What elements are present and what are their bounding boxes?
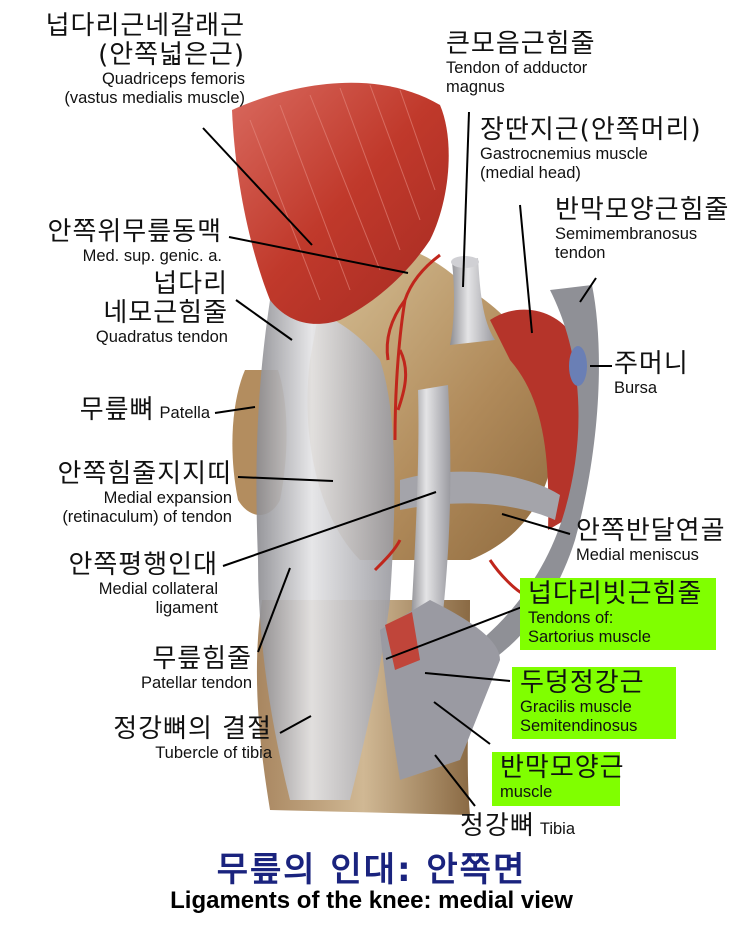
label-tibia: 정강뼈 Tibia — [460, 811, 576, 841]
adductor-tendon-shape — [450, 258, 495, 345]
label-gastrocnemius: 장딴지근(안쪽머리) Gastrocnemius muscle (medial … — [480, 115, 702, 182]
label-sartorius: 넙다리빗근힘줄 Tendons of: Sartorius muscle — [520, 578, 716, 651]
label-med-sup-genic-ko: 안쪽위무릎동맥 — [47, 217, 222, 247]
label-tibial-tubercle-ko: 정강뼈의 결절 — [113, 714, 272, 744]
figure-title-english: Ligaments of the knee: medial view — [170, 887, 573, 914]
label-gracilis: 두덩정강근 Gracilis muscle Semitendinosus — [512, 667, 676, 740]
label-mcl-en-1: Medial collateral — [98, 580, 218, 599]
label-mcl: 안쪽평행인대 Medial collateral ligament — [10, 550, 218, 617]
label-quadriceps-ko-2: (안쪽넓은근) — [98, 40, 245, 71]
figure-title-korean: 무릎의 인대: 안쪽면 — [216, 850, 527, 890]
label-quadriceps: 넙다리근네갈래근 (안쪽넓은근) Quadriceps femoris (vas… — [10, 11, 245, 107]
label-quadratus-tendon: 넙다리 네모근힘줄 Quadratus tendon — [10, 269, 228, 347]
label-patellar-tendon-ko: 무릎힘줄 — [152, 644, 252, 674]
label-sartorius-en-1: Tendons of: — [528, 609, 614, 628]
label-bursa: 주머니 Bursa — [614, 349, 689, 398]
gastrocnemius-shape — [490, 309, 581, 530]
label-mcl-ko: 안쪽평행인대 — [68, 550, 218, 580]
label-tibia-en: Tibia — [539, 820, 576, 838]
label-adductor-tendon-en-2: magnus — [446, 77, 505, 96]
label-medial-meniscus: 안쪽반달연골 Medial meniscus — [576, 516, 726, 565]
label-medial-expansion-ko: 안쪽힘줄지지띠 — [57, 459, 232, 489]
label-semimembranosus-muscle-en: muscle — [500, 783, 553, 802]
label-gastrocnemius-en-1: Gastrocnemius muscle — [480, 145, 648, 164]
label-quadratus-tendon-ko-1: 넙다리 — [153, 269, 228, 299]
label-semimembranosus-muscle: 반막모양근 muscle — [492, 752, 625, 806]
quadriceps-muscle-shape — [232, 82, 449, 324]
label-bursa-en: Bursa — [614, 379, 658, 398]
label-gracilis-en-2: Semitendinosus — [520, 716, 638, 735]
label-sartorius-en-2: Sartorius muscle — [528, 627, 651, 646]
label-sartorius-ko: 넙다리빗근힘줄 — [528, 579, 703, 609]
label-semimembranosus-tendon-en-2: tendon — [555, 243, 606, 262]
label-quadriceps-en-2: (vastus medialis muscle) — [64, 88, 245, 107]
label-adductor-tendon-en-1: Tendon of adductor — [446, 59, 588, 78]
label-gracilis-en-1: Gracilis muscle — [520, 698, 632, 717]
label-gastrocnemius-en-2: (medial head) — [480, 163, 581, 182]
label-patella-en: Patella — [159, 404, 210, 422]
retinaculum-shape — [256, 300, 395, 800]
label-quadratus-tendon-ko-2: 네모근힘줄 — [103, 298, 228, 329]
label-patella: 무릎뼈 Patella — [10, 395, 210, 425]
label-semimembranosus-muscle-ko: 반막모양근 — [500, 753, 625, 783]
label-bursa-ko: 주머니 — [614, 349, 689, 379]
label-patellar-tendon-en: Patellar tendon — [141, 674, 252, 693]
label-quadratus-tendon-en: Quadratus tendon — [95, 328, 228, 347]
label-patellar-tendon: 무릎힘줄 Patellar tendon — [10, 644, 252, 693]
label-medial-expansion-en-2: (retinaculum) of tendon — [62, 507, 232, 526]
label-tibial-tubercle-en: Tubercle of tibia — [155, 744, 272, 763]
label-tibial-tubercle: 정강뼈의 결절 Tubercle of tibia — [10, 714, 272, 763]
label-gastrocnemius-ko: 장딴지근(안쪽머리) — [480, 115, 702, 145]
label-semimembranosus-tendon: 반막모양근힘줄 Semimembranosus tendon — [555, 195, 730, 262]
label-gracilis-ko: 두덩정강근 — [520, 668, 645, 698]
label-tibia-ko: 정강뼈 — [460, 811, 535, 841]
label-adductor-tendon-ko: 큰모음근힘줄 — [446, 29, 596, 59]
label-quadriceps-en-1: Quadriceps femoris — [101, 70, 245, 89]
label-semimembranosus-tendon-ko: 반막모양근힘줄 — [555, 195, 730, 225]
label-semimembranosus-tendon-en-1: Semimembranosus — [555, 225, 698, 244]
label-medial-expansion: 안쪽힘줄지지띠 Medial expansion (retinaculum) o… — [10, 459, 232, 526]
label-mcl-en-2: ligament — [155, 598, 218, 617]
label-med-sup-genic: 안쪽위무릎동맥 Med. sup. genic. a. — [10, 217, 222, 266]
leader-lines — [202, 111, 612, 807]
label-patella-ko: 무릎뼈 — [79, 395, 155, 425]
label-medial-expansion-en-1: Medial expansion — [103, 489, 232, 508]
label-adductor-tendon: 큰모음근힘줄 Tendon of adductor magnus — [446, 29, 596, 96]
label-medial-meniscus-ko: 안쪽반달연골 — [576, 516, 726, 546]
label-medial-meniscus-en: Medial meniscus — [576, 546, 699, 565]
mcl-shape — [410, 385, 451, 640]
bursa-shape — [569, 346, 587, 386]
label-quadriceps-ko-1: 넙다리근네갈래근 — [45, 11, 245, 41]
label-med-sup-genic-en: Med. sup. genic. a. — [82, 247, 222, 266]
